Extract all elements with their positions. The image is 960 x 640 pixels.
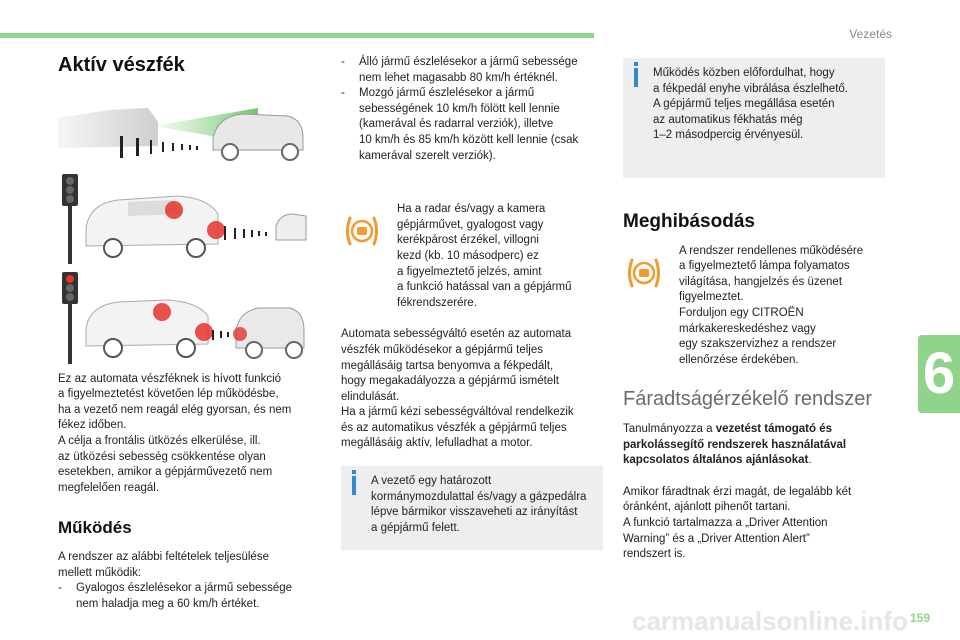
intro-line: az ütközési sebesség csökkentése olyan: [58, 450, 266, 463]
dash-bullet: -: [58, 582, 62, 595]
intro-line: megfelelően reagál.: [58, 481, 160, 494]
fatigue-text: Amikor fáradtnak érzi magát, de legalább…: [623, 485, 885, 563]
intro-line: fékez időben.: [58, 419, 127, 432]
condition-line: (kamerával és radarral verziók), illetve: [359, 118, 554, 131]
fault-line: egy szakszervizhez a rendszer: [679, 338, 837, 351]
fatigue-line: A funkció tartalmazza a „Driver Attentio…: [623, 516, 828, 529]
warning-line: a funkció hatással van a gépjármű: [397, 281, 572, 294]
fatigue-line: Warning” és a „Driver Attention Alert”: [623, 532, 810, 545]
dash-bullet: -: [341, 87, 345, 100]
fault-line: Forduljon egy CITROËN: [679, 306, 804, 319]
info-line: 1–2 másodpercig érvényesül.: [653, 129, 804, 142]
condition-line: Gyalogos észlelésekor a jármű sebessége: [76, 582, 293, 595]
condition-moving: - Mozgó jármű észlelésekor a jármű sebes…: [341, 86, 603, 164]
condition-stationary: - Álló jármű észlelésekor a jármű sebess…: [341, 55, 603, 86]
operation-heading: Működés: [58, 518, 132, 538]
fatigue-bold-link: vezetést támogató és parkolássegítő rend…: [623, 422, 847, 467]
page-number: 159: [909, 611, 930, 625]
conditions-text: A rendszer az alábbi feltételek teljesül…: [58, 550, 318, 581]
auto-line: hogy megakadályozza a gépjármű ismételt: [341, 375, 559, 388]
condition-line: Álló jármű észlelésekor a jármű sebesség…: [359, 56, 578, 68]
fatigue-line: Amikor fáradtnak érzi magát, de legalább…: [623, 485, 852, 498]
column-1: Aktív vészfék: [58, 54, 318, 612]
condition-line: kamerával szerelt verziók).: [359, 149, 496, 162]
fault-block: A rendszer rendellenes működésére a figy…: [623, 244, 885, 369]
intro-line: A célja a frontális ütközés elkerülése, …: [58, 434, 261, 447]
car-radar-illustration: [58, 88, 308, 168]
info-line: A vezető egy határozott: [371, 475, 492, 488]
intro-line: esetekben, amikor a gépjárművezető nem: [58, 466, 273, 479]
info-line: a fékpedál enyhe vibrálása észlelhető.: [653, 82, 848, 95]
fatigue-heading: Fáradtságérzékelő rendszer: [623, 388, 873, 411]
info-icon: [352, 470, 356, 496]
info-box-vibration: Működés közben előfordulhat, hogy a fékp…: [623, 58, 885, 178]
condition-line: sebességének 10 km/h fölött kell lennie: [359, 102, 560, 115]
fault-line: figyelmeztet.: [679, 291, 744, 304]
auto-line: Automata sebességváltó esetén az automat…: [341, 328, 572, 341]
auto-line: vészfék működésekor a gépjármű teljes: [341, 343, 543, 356]
warning-line: kezd (kb. 10 másodperc) ez: [397, 249, 539, 262]
column-2: - Álló jármű észlelésekor a jármű sebess…: [341, 55, 603, 551]
auto-line: elindulását.: [341, 390, 400, 403]
fatigue-line: óránként, ajánlott pihenőt tartani.: [623, 501, 791, 514]
fault-line: ellenőrzése érdekében.: [679, 353, 799, 366]
warning-line: gépjárművet, gyalogost vagy: [397, 218, 544, 231]
fatigue-prefix: Tanulmányozza a: [623, 422, 716, 435]
info-line: az automatikus fékhatás még: [653, 113, 803, 126]
watermark: carmanualsonline.info: [632, 606, 908, 636]
conditions-line: mellett működik:: [58, 566, 142, 579]
page-title: Aktív vészfék: [58, 54, 185, 76]
condition-line: 10 km/h és 85 km/h között kell lennie (c…: [359, 133, 579, 146]
column-3: Működés közben előfordulhat, hogy a fékp…: [623, 58, 885, 563]
fault-line: világítása, hangjelzés és üzenet: [679, 275, 843, 288]
intro-line: ha a vezető nem reagál elég gyorsan, és …: [58, 403, 292, 416]
dash-bullet: -: [341, 56, 345, 68]
automatic-transmission-text: Automata sebességváltó esetén az automat…: [341, 327, 603, 452]
auto-line: megállásáig tartsa benyomva a fékpedált,: [341, 359, 554, 372]
collision-illustration-1: [58, 173, 308, 266]
chapter-tab: 6: [918, 335, 960, 413]
collision-warning-icon: [625, 254, 663, 298]
fault-line: A rendszer rendellenes működésére: [679, 244, 864, 257]
info-line: Működés közben előfordulhat, hogy: [653, 67, 835, 79]
auto-line: és az automatikus vészfék a gépjármű tel…: [341, 421, 567, 434]
condition-line: nem haladja meg a 60 km/h értéket.: [76, 597, 260, 610]
collision-illustration-2: [58, 271, 308, 366]
condition-line: nem lehet magasabb 80 km/h értéknél.: [359, 71, 558, 84]
section-label: Vezetés: [849, 27, 892, 41]
warning-line: fékrendszerére.: [397, 296, 477, 309]
collision-warning-icon: [343, 212, 381, 256]
info-icon: [634, 62, 638, 87]
fatigue-reference: Tanulmányozza a vezetést támogató és par…: [623, 422, 885, 469]
info-line: lépve bármikor visszaveheti az irányítás…: [371, 506, 578, 519]
top-accent-bar: [0, 33, 594, 38]
fault-line: a figyelmeztető lámpa folyamatos: [679, 260, 850, 273]
intro-line: a figyelmeztetést követően lép működésbe…: [58, 388, 279, 401]
info-box-override: A vezető egy határozott kormánymozdulatt…: [341, 466, 603, 551]
warning-line: kerékpárost érzékel, villogni: [397, 234, 539, 247]
warning-block: Ha a radar és/vagy a kamera gépjárművet,…: [341, 202, 603, 311]
warning-line: a figyelmeztető jelzés, amint: [397, 265, 542, 278]
info-line: kormánymozdulattal és/vagy a gázpedálra: [371, 490, 587, 503]
info-line: A gépjármű teljes megállása esetén: [653, 98, 835, 111]
intro-text: Ez az automata vészféknek is hívott funk…: [58, 372, 318, 497]
condition-pedestrian: - Gyalogos észlelésekor a jármű sebesség…: [58, 581, 318, 612]
conditions-line: A rendszer az alábbi feltételek teljesül…: [58, 550, 269, 563]
warning-line: Ha a radar és/vagy a kamera: [397, 203, 546, 216]
fault-line: márkakereskedéshez vagy: [679, 322, 816, 335]
fatigue-suffix: .: [808, 454, 812, 467]
auto-line: Ha a jármű kézi sebességváltóval rendelk…: [341, 406, 574, 419]
info-line: a gépjármű felett.: [371, 521, 460, 534]
fatigue-line: rendszert is.: [623, 548, 686, 561]
fault-heading: Meghibásodás: [623, 211, 755, 232]
condition-line: Mozgó jármű észlelésekor a jármű: [359, 87, 535, 100]
intro-line: Ez az automata vészféknek is hívott funk…: [58, 372, 282, 385]
auto-line: megállásáig aktív, lefulladhat a motor.: [341, 437, 533, 450]
